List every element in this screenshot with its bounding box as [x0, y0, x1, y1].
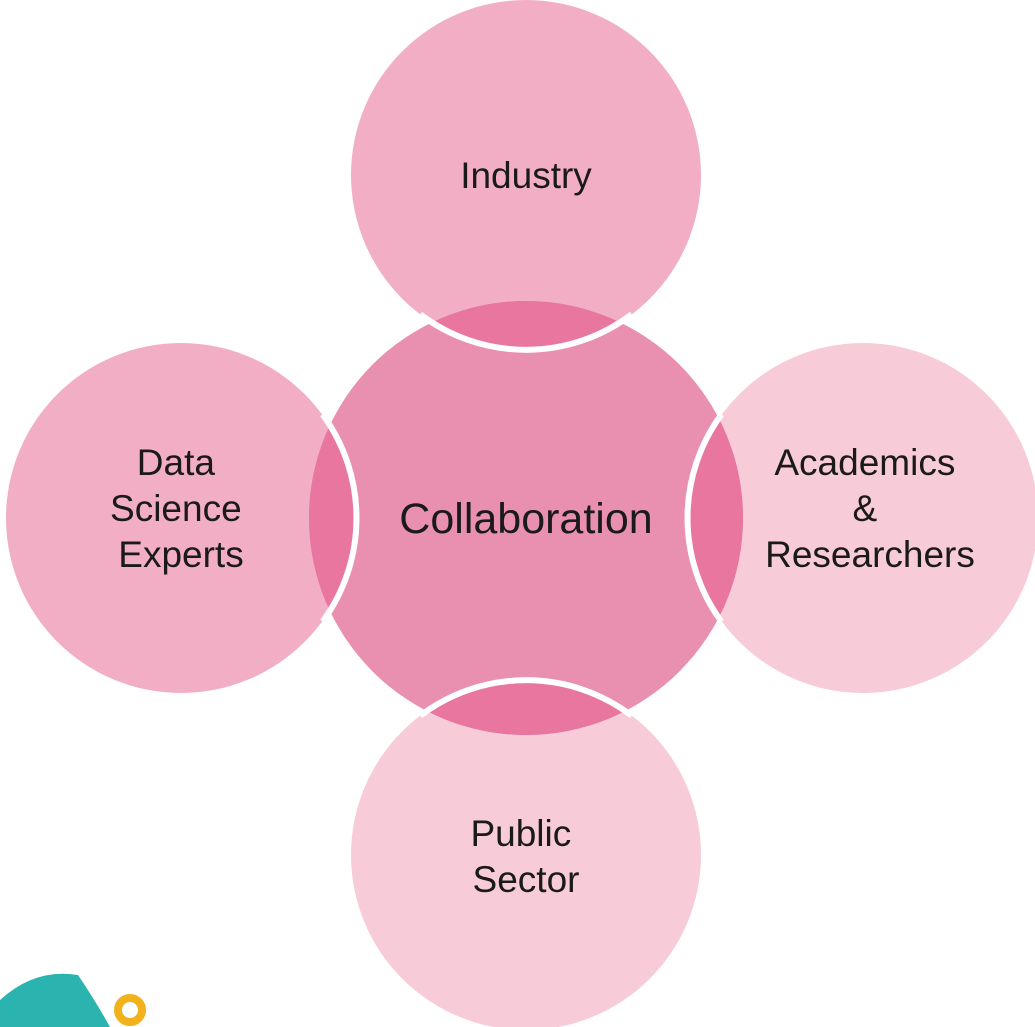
logo-ring	[114, 994, 146, 1026]
collaboration-circle	[309, 301, 743, 735]
academics-circle	[688, 343, 1035, 693]
data-science-label: Data Science Experts	[110, 442, 252, 575]
public-sector-label: Public Sector	[470, 813, 581, 900]
industry-label: Industry	[460, 155, 592, 196]
public-sector-separator	[418, 677, 634, 719]
separator-arcs	[320, 311, 724, 719]
academics-label: Academics & Researchers	[765, 442, 975, 575]
industry-separator	[418, 311, 634, 353]
public-sector-circle	[351, 680, 701, 1027]
logo-teal-shape	[0, 973, 110, 1027]
data-science-separator	[320, 412, 360, 624]
logo	[0, 973, 146, 1027]
academics-separator	[684, 412, 724, 624]
data-science-circle	[6, 343, 356, 693]
industry-circle	[351, 0, 701, 350]
collaboration-label: Collaboration	[399, 495, 652, 543]
